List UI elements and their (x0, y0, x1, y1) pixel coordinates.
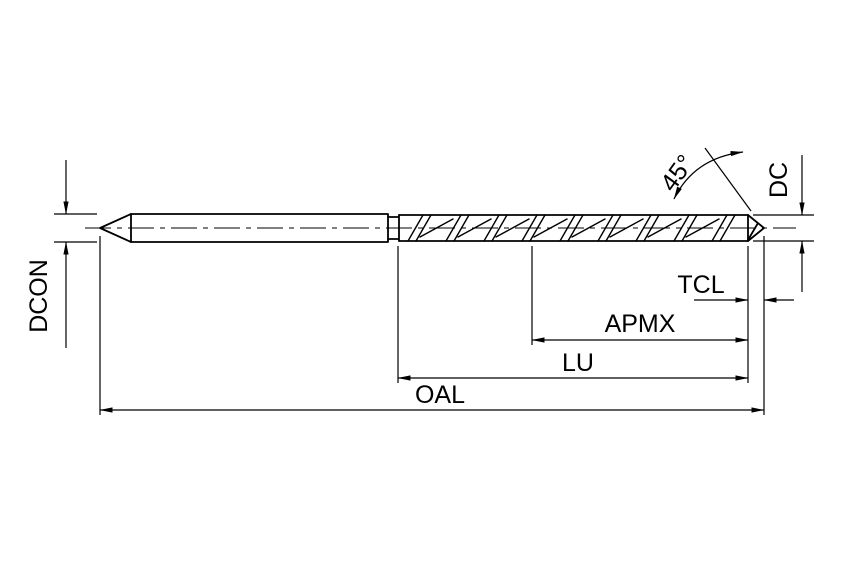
shank-outline (130, 213, 389, 243)
dcon-label: DCON (25, 259, 53, 333)
lu-label: LU (562, 349, 594, 377)
dcon-dimension: DCON (25, 160, 97, 348)
drill-point-outline (747, 214, 765, 242)
dcon-extension-lines (54, 213, 97, 243)
dc-label: DC (765, 162, 793, 198)
apmx-dimension: APMX (531, 310, 749, 343)
drill-body (99, 213, 765, 243)
angle-arc (673, 150, 744, 200)
extension-lines (99, 236, 765, 415)
neck-outline (387, 214, 400, 242)
flute-body-outline (398, 214, 749, 242)
apmx-label: APMX (605, 310, 676, 338)
lu-dimension: LU (397, 349, 749, 381)
angle-leader-line (704, 147, 752, 212)
flute-margin-lines (419, 218, 720, 238)
dc-dimension: DC (753, 155, 814, 292)
angle-annotation: 45° (655, 147, 752, 212)
tcl-dimension: TCL (677, 271, 794, 303)
oal-dimension: OAL (99, 381, 765, 413)
flute-helix-lines (407, 214, 736, 242)
tcl-label: TCL (677, 271, 724, 299)
angle-label: 45° (655, 150, 700, 197)
oal-label: OAL (415, 381, 465, 409)
left-point-outline (99, 213, 132, 243)
